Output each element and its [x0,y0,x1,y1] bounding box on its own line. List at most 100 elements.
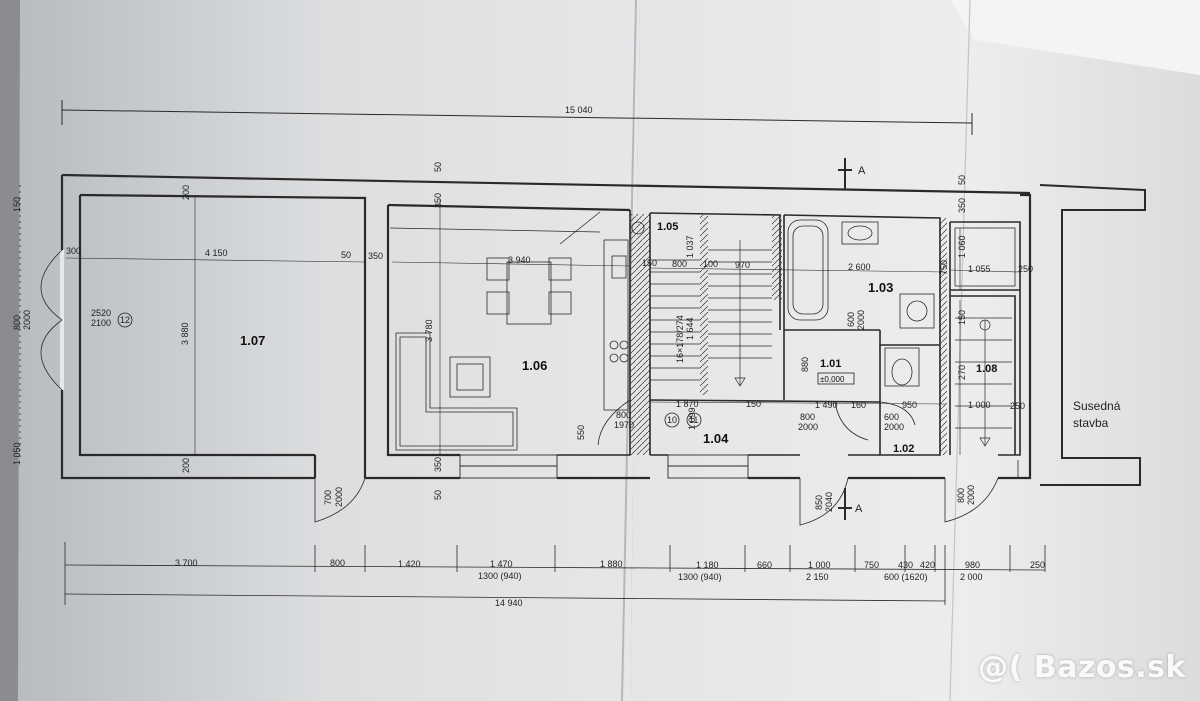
dim-2000a: 2000 [856,310,866,330]
dim-750: 750 [939,260,949,275]
dim-50a: 50 [341,250,351,260]
dim-550: 550 [576,425,586,440]
dim-sub-1: 1300 (940) [678,572,722,582]
furniture-living [389,211,645,451]
dim-1970: 1970 [614,420,634,430]
dim-seg-1: 800 [330,558,345,568]
dim-350d: 350 [957,198,967,213]
room-label-1-06: 1.06 [522,358,547,373]
dim-2000d: 2000 [966,485,976,505]
dim-4150: 4 150 [205,248,228,258]
dim-3780: 3 780 [424,319,434,342]
dim-970: 970 [735,260,750,270]
top-dimension-line [61,100,973,135]
room-tag-10: 10 [667,415,677,425]
hatched-wall-3 [772,215,782,300]
dim-seg-8: 750 [864,560,879,570]
dim-50d: 50 [957,175,967,185]
dim-bottom-overall: 14 940 [495,598,523,608]
section-mark-bottom: A [855,503,863,515]
dim-150b: 150 [746,399,761,409]
dim-3940: 3 940 [508,255,531,265]
dim-150-stair: 150 [642,258,657,268]
dim-1490: 1 490 [815,400,838,410]
dim-2100: 2100 [91,318,111,328]
paper-fold [621,0,637,701]
dim-800b: 800 [616,410,631,420]
room-label-1-01: 1.01 [820,358,841,370]
section-mark-top: A [858,165,866,177]
dim-top-overall: 15 040 [565,105,593,115]
hatched-wall-2 [700,215,708,395]
section-line-a [838,158,852,520]
dim-800-left: 800 [12,315,22,330]
dim-2600: 2 600 [848,262,871,272]
dim-seg-6: 660 [757,560,772,570]
room-label-1-05: 1.05 [657,221,678,233]
watermark-logo: @( Bazos.sk [978,650,1186,685]
dim-seg-11: 980 [965,560,980,570]
dim-sub-4: 2 000 [960,572,983,582]
dim-2040: 2040 [824,492,834,512]
dim-600b: 600 [884,412,899,422]
dim-1099: 1 099 [687,407,697,430]
paper-left-sheet [18,0,640,701]
dim-2000f: 2000 [884,422,904,432]
dim-1060: 1 060 [957,235,967,258]
dim-150-left: 150 [12,197,22,212]
dim-sub-0: 1300 (940) [478,571,522,581]
dim-200b: 200 [181,458,191,473]
room-label-1-03: 1.03 [868,280,893,295]
hatched-wall-4 [939,218,947,455]
dim-1037: 1 037 [685,235,695,258]
dim-850: 850 [814,495,824,510]
dim-1644: 1 644 [685,317,695,340]
dim-950: 950 [902,400,917,410]
dim-300: 300 [66,246,81,256]
dim-2520: 2520 [91,308,111,318]
dim-1870: 1 870 [676,399,699,409]
neighbor-label-2: stavba [1073,416,1109,430]
hatched-wall-1 [630,214,650,455]
garage-door [19,185,64,460]
dim-250b: 250 [1010,401,1025,411]
dim-800c: 800 [800,412,815,422]
dim-880: 880 [800,357,810,372]
dim-1000: 1 000 [968,400,991,410]
staircase [650,240,1012,447]
room-label-1-02: 1.02 [893,443,914,455]
paper-right-sheet [630,0,1200,701]
dim-seg-2: 1 420 [398,559,421,569]
dim-600: 600 [846,312,856,327]
dim-seg-0: 3 700 [175,558,198,568]
room-tag-11: 11 [689,415,698,425]
doors [314,399,999,526]
dim-2000-left: 2000 [22,310,32,330]
dim-50c: 50 [433,490,443,500]
dim-800d: 800 [956,488,966,503]
dim-800a: 800 [672,259,687,269]
room-tag-12: 12 [120,315,130,325]
neighbor-label-1: Susedná [1073,399,1121,413]
dim-100: 100 [703,259,718,269]
exterior-walls [60,173,1032,480]
dim-350a: 350 [368,251,383,261]
dim-350b: 350 [433,193,443,208]
dim-160: 160 [851,400,866,410]
room-label-1-04: 1.04 [703,431,729,446]
dim-150c: 150 [957,310,967,325]
dim-270: 270 [957,365,967,380]
dim-stair-spec: 16×178/274 [675,315,685,363]
dim-seg-7: 1 000 [808,560,831,570]
dim-seg-9: 430 [898,560,913,570]
dim-seg-3: 1 470 [490,559,513,569]
dim-seg-10: 420 [920,560,935,570]
dim-200a: 200 [181,185,191,200]
dim-sub-3: 600 (1620) [884,572,928,582]
dim-sub-2: 2 150 [806,572,829,582]
dim-2000b: 2000 [798,422,818,432]
dim-2000c: 2000 [334,487,344,507]
dim-seg-12: 250 [1030,560,1045,570]
